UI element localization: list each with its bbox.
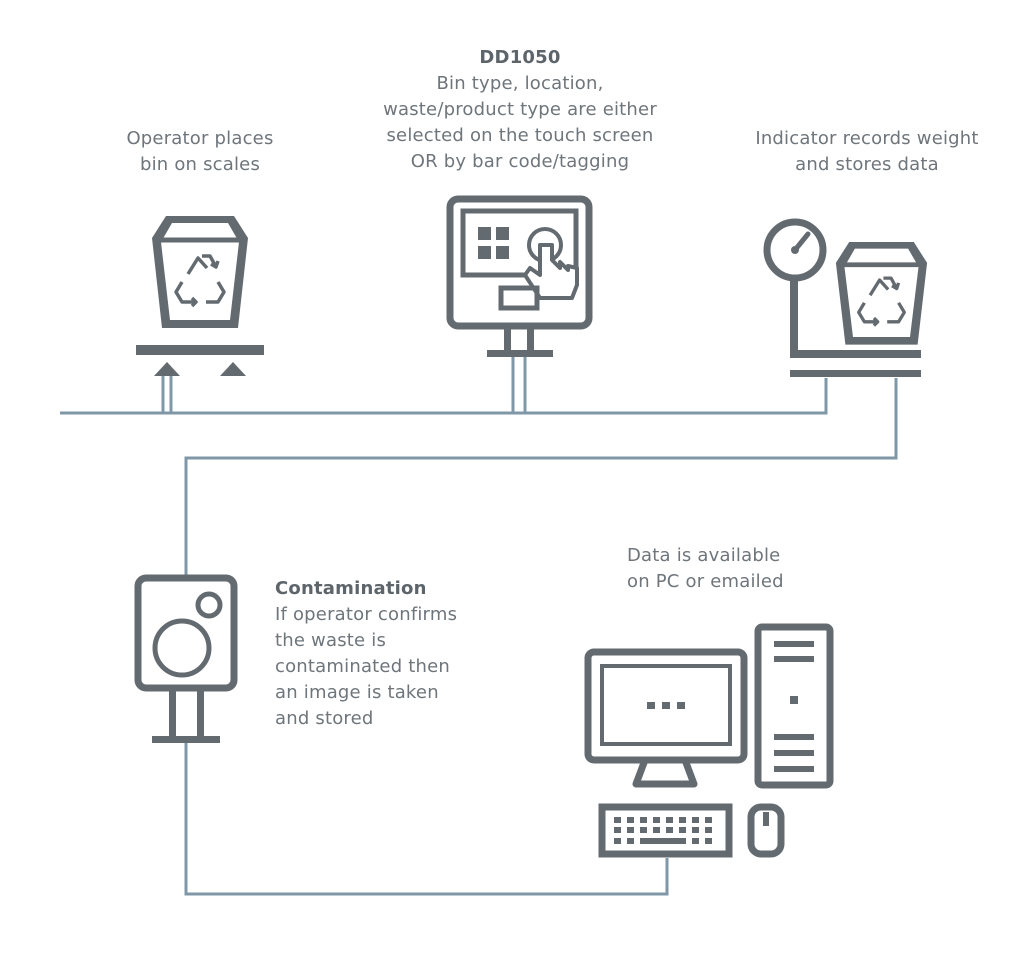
dd1050-title: DD1050: [479, 47, 561, 68]
contamination-caption: Contamination If operator confirms the w…: [275, 576, 495, 732]
weighing-scale-icon: [763, 218, 921, 377]
dd1050-caption-line: waste/product type are either: [383, 99, 657, 120]
data-caption-line: on PC or emailed: [627, 571, 784, 592]
touch-screen-terminal-icon: [446, 195, 593, 357]
indicator-caption-line: and stores data: [795, 154, 939, 175]
recycle-bin-icon: [835, 242, 928, 345]
dd1050-caption: DD1050 Bin type, location, waste/product…: [355, 45, 685, 175]
camera-icon: [134, 574, 238, 743]
pointing-hand-icon: [523, 243, 579, 300]
scale-platform-icon: [136, 345, 264, 376]
data-caption: Data is available on PC or emailed: [627, 543, 847, 595]
contamination-caption-line: the waste is: [275, 630, 387, 651]
connector-main-bus: [60, 378, 828, 415]
desktop-computer-icon: [584, 623, 834, 789]
operator-caption-line: Operator places: [126, 128, 274, 149]
contamination-title: Contamination: [275, 578, 427, 599]
connector-indicator-to-camera: [184, 378, 898, 575]
recycle-bin-icon: [152, 216, 248, 328]
dd1050-caption-line: selected on the touch screen: [386, 125, 654, 146]
dd1050-caption-line: OR by bar code/tagging: [410, 151, 630, 172]
contamination-caption-line: an image is taken: [275, 682, 439, 703]
contamination-caption-line: If operator confirms: [275, 604, 458, 625]
indicator-caption-line: Indicator records weight: [755, 128, 979, 149]
contamination-caption-line: contaminated then: [275, 656, 451, 677]
connector-camera-to-pc: [184, 742, 669, 896]
operator-caption: Operator places bin on scales: [98, 126, 302, 178]
data-caption-line: Data is available: [627, 545, 781, 566]
indicator-caption: Indicator records weight and stores data: [736, 126, 998, 178]
operator-caption-line: bin on scales: [139, 154, 261, 175]
pc-tower-icon: [754, 623, 834, 789]
dd1050-caption-line: Bin type, location,: [436, 73, 604, 94]
mouse-icon: [747, 803, 785, 858]
recycle-symbol-icon: [174, 254, 226, 308]
connector-lines: [60, 356, 898, 896]
keyboard-icon: [598, 803, 733, 858]
contamination-caption-line: and stored: [275, 708, 374, 729]
